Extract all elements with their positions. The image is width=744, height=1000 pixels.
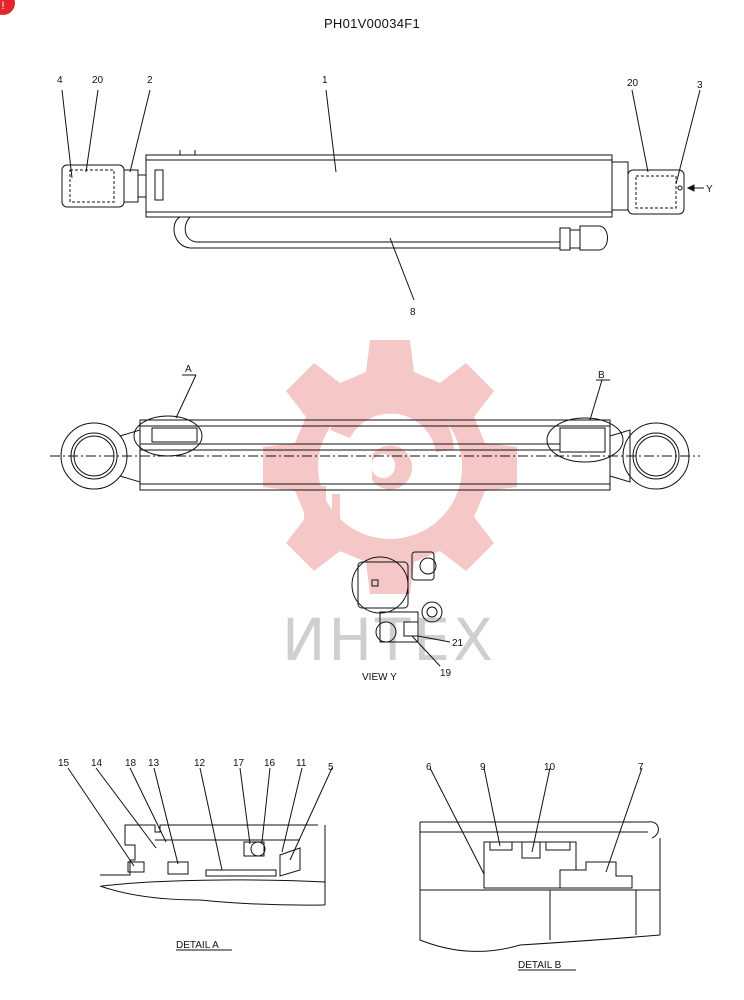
label-5: 5 <box>328 762 334 773</box>
drawing-title: PH01V00034F1 <box>323 16 421 31</box>
label-8: 8 <box>410 307 416 318</box>
part-numbers: 4 20 2 1 20 3 Y 8 A B 21 19 VIEW Y 15 14… <box>57 75 713 971</box>
label-19: 19 <box>440 668 452 679</box>
label-14: 14 <box>91 758 103 769</box>
label-11: 11 <box>296 758 307 769</box>
caption-detail-a: DETAIL A <box>176 940 219 951</box>
label-12: 12 <box>194 758 206 769</box>
watermark-text: ИНТЕХ <box>282 606 496 674</box>
leaders-top <box>61 89 704 301</box>
label-3: 3 <box>697 80 703 91</box>
warning-badge: ! <box>0 0 15 15</box>
label-21: 21 <box>452 638 464 649</box>
label-2: 2 <box>147 75 153 86</box>
callout-a: A <box>185 364 192 375</box>
label-1: 1 <box>322 75 328 86</box>
view-y-drawing <box>351 551 451 667</box>
label-20-left: 20 <box>92 75 104 86</box>
label-10: 10 <box>544 762 556 773</box>
cylinder-side-view <box>61 150 685 251</box>
label-18: 18 <box>125 758 137 769</box>
label-16: 16 <box>264 758 276 769</box>
watermark-gear-icon <box>263 340 517 594</box>
cylinder-section-view <box>50 374 700 491</box>
label-20-right: 20 <box>627 78 639 89</box>
detail-a-drawing <box>67 767 333 951</box>
callout-b: B <box>598 370 605 381</box>
caption-detail-b: DETAIL B <box>518 960 562 971</box>
label-9: 9 <box>480 762 486 773</box>
label-4: 4 <box>57 75 63 86</box>
label-6: 6 <box>426 762 432 773</box>
label-15: 15 <box>58 758 70 769</box>
caption-view-y: VIEW Y <box>362 672 397 683</box>
label-13: 13 <box>148 758 160 769</box>
detail-b-drawing <box>419 767 661 971</box>
label-y: Y <box>706 184 713 195</box>
label-17: 17 <box>233 758 245 769</box>
label-7: 7 <box>638 762 644 773</box>
